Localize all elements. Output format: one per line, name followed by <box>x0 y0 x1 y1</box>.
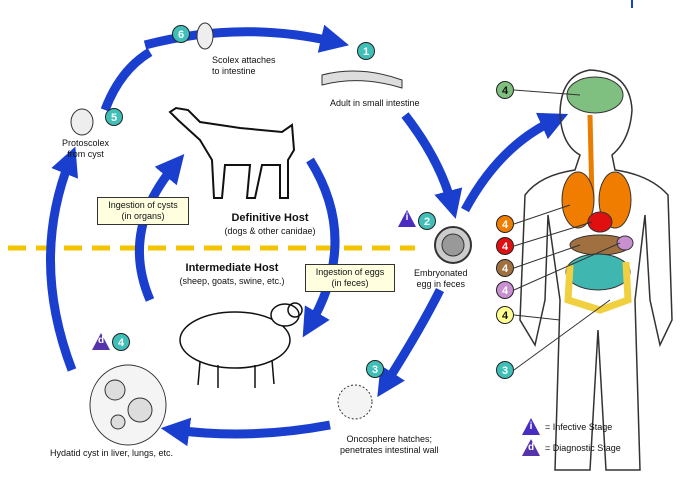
diagnostic-triangle-icon <box>92 333 110 350</box>
arrow-cysts-to-dog <box>134 154 185 302</box>
definitive-host-title: Definitive Host <box>231 212 309 224</box>
legend-diagnostic-icon <box>522 439 540 456</box>
arrow-eggs-to-sheep <box>302 157 340 338</box>
definitive-host-subtitle: (dogs & other canidae) <box>224 226 316 236</box>
stage-1-badge: 1 <box>357 42 375 60</box>
arrow-5-to-6 <box>100 48 153 112</box>
scolex-illustration <box>196 22 214 50</box>
arrow-2-to-3 <box>377 287 445 398</box>
stage-2-badge: 2 <box>418 212 436 230</box>
legend-infective-letter: i <box>529 421 533 432</box>
stage-2-label: Embryonated egg in feces <box>414 268 468 289</box>
body-number-heart: 4 <box>496 237 514 255</box>
brain-illustration <box>566 76 624 114</box>
arrow-1-to-2 <box>401 112 463 219</box>
body-number-brain: 4 <box>496 81 514 99</box>
hydatid-cyst-illustration <box>89 364 167 446</box>
intermediate-host-subtitle: (sheep, goats, swine, etc.) <box>179 276 285 286</box>
intermediate-host-title: Intermediate Host <box>185 262 279 274</box>
oncosphere-illustration <box>337 384 373 420</box>
heart-illustration <box>587 211 613 233</box>
body-number-lungs: 4 <box>496 215 514 233</box>
adult-worm-illustration <box>321 70 403 89</box>
stage-5-badge: 5 <box>105 108 123 126</box>
stage-1-label: Adult in small intestine <box>330 98 420 108</box>
legend-diagnostic-letter: d <box>527 442 535 453</box>
sheep-illustration <box>179 302 303 388</box>
arrow-egg-to-human <box>461 112 569 213</box>
arrow-4-to-5 <box>46 146 79 372</box>
stage-3-label: Oncosphere hatches; penetrates intestina… <box>340 434 439 455</box>
stage-6-label: Scolex attaches to intestine <box>212 55 276 76</box>
dog-illustration <box>168 106 296 199</box>
stage-5-label: Protoscolex from cyst <box>62 138 110 159</box>
legend-infective-text: = Infective Stage <box>545 422 613 432</box>
colon-illustration <box>564 261 632 314</box>
legend-infective-icon <box>522 418 540 435</box>
legend-diagnostic-text: = Diagnostic Stage <box>545 443 621 453</box>
intestines-illustration <box>565 253 631 291</box>
stage-4-label: Hydatid cyst in liver, lungs, etc. <box>50 448 174 458</box>
protoscolex-illustration <box>70 108 94 136</box>
organ-leader-lines <box>513 89 621 371</box>
stage-3-badge: 3 <box>366 360 384 378</box>
infective-letter: i <box>405 212 409 223</box>
body-number-liver: 4 <box>496 259 514 277</box>
body-number-spleen: 4 <box>496 281 514 299</box>
ingestion-eggs-box: Ingestion of eggs (in feces) <box>305 264 395 292</box>
stage-6-badge: 6 <box>172 25 190 43</box>
arrow-6-to-1 <box>143 24 350 53</box>
ingestion-cysts-box: Ingestion of cysts (in organs) <box>97 197 189 225</box>
arrow-3-to-4 <box>160 417 331 447</box>
stage-4-badge: 4 <box>112 333 130 351</box>
diagnostic-letter: d <box>97 335 105 346</box>
human-body-illustration <box>519 69 673 471</box>
lungs-illustration-left <box>561 171 595 229</box>
spleen-illustration <box>616 235 634 251</box>
infective-triangle-icon <box>398 210 416 227</box>
body-number-bone: 4 <box>496 306 514 324</box>
body-number-intestine: 3 <box>496 361 514 379</box>
